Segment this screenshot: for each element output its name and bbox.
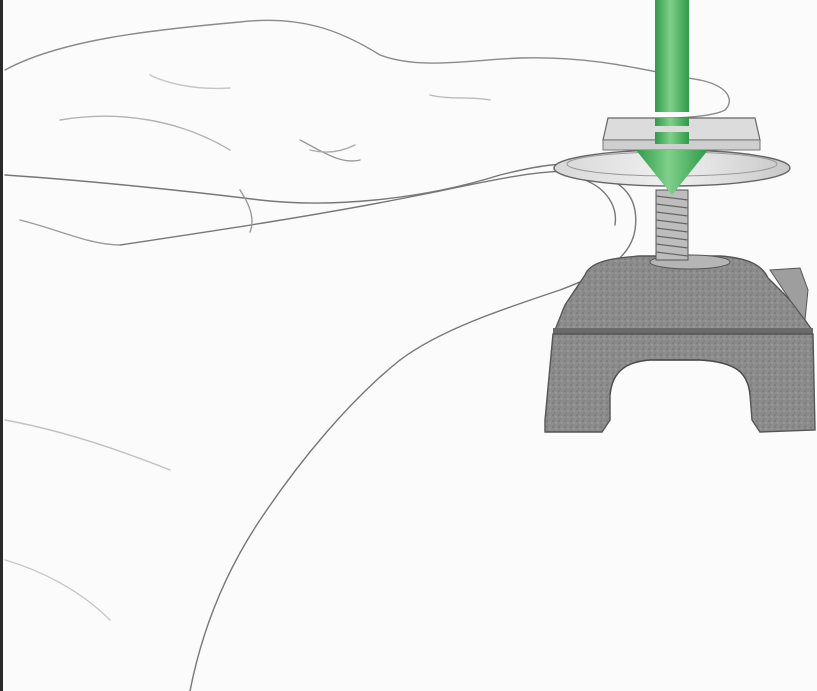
threaded-bolt bbox=[656, 190, 688, 260]
clamp-body bbox=[545, 256, 815, 432]
